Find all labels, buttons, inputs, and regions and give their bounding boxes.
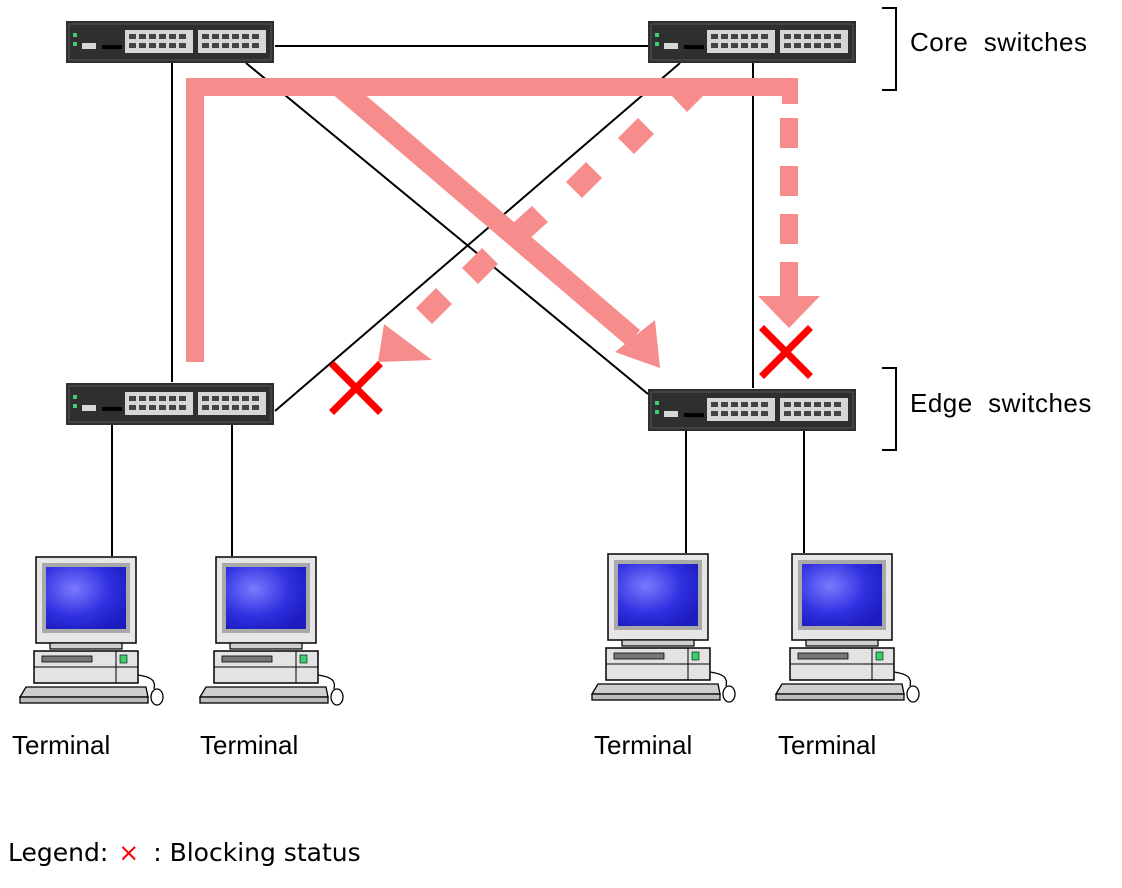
legend-blocking-icon: ×	[118, 838, 140, 867]
edge-bracket	[882, 367, 897, 451]
red-x-icon	[329, 361, 383, 415]
arrow-icon	[378, 324, 432, 362]
core-switch-right	[647, 20, 857, 64]
desktop-computer-icon	[775, 553, 920, 703]
blocked-markers	[329, 325, 813, 415]
group-brackets	[882, 7, 897, 451]
core-switch-left	[65, 20, 275, 64]
terminal-2	[199, 556, 344, 706]
arrow-icon	[615, 320, 660, 368]
terminal-label: Terminal	[778, 730, 877, 760]
terminal-label: Terminal	[12, 730, 111, 760]
path-diagonal-solid	[330, 80, 640, 346]
core-bracket	[882, 7, 897, 91]
terminal-label: Terminal	[200, 730, 299, 760]
traffic-paths	[186, 78, 820, 368]
network-switch-icon	[65, 382, 275, 426]
red-x-icon	[759, 325, 813, 379]
legend: Legend: × : Blocking status	[8, 838, 361, 867]
desktop-computer-icon	[19, 556, 164, 706]
edge-switch-right	[647, 388, 857, 432]
arrow-icon	[758, 296, 820, 328]
network-switch-icon	[647, 20, 857, 64]
path-diagonal-dashed	[416, 78, 705, 324]
edge-switch-left	[65, 382, 275, 426]
legend-description: : Blocking status	[153, 838, 361, 867]
legend-prefix: Legend:	[8, 838, 109, 867]
link-core2-edge1	[274, 62, 681, 412]
core-switches-label: Core switches	[910, 27, 1088, 57]
network-switch-icon	[647, 388, 857, 432]
links	[111, 45, 805, 556]
desktop-computer-icon	[591, 553, 736, 703]
terminal-label: Terminal	[594, 730, 693, 760]
link-core1-edge2	[245, 62, 649, 395]
terminal-3	[591, 553, 736, 703]
desktop-computer-icon	[199, 556, 344, 706]
terminal-4	[775, 553, 920, 703]
terminal-1	[19, 556, 164, 706]
edge-switches-label: Edge switches	[910, 388, 1092, 418]
network-switch-icon	[65, 20, 275, 64]
